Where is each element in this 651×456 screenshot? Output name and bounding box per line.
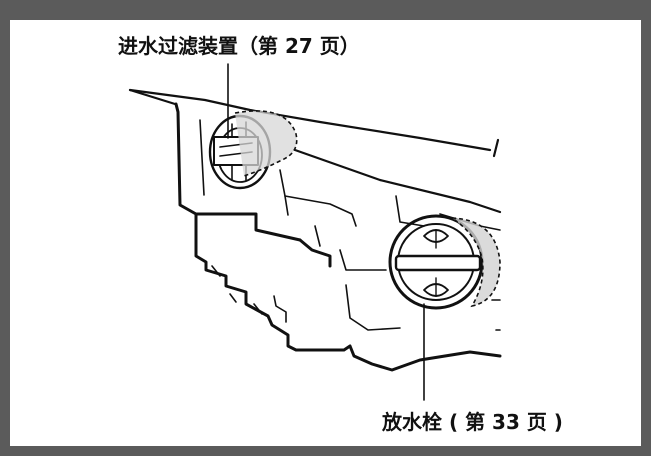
inlet-highlight: [234, 110, 298, 177]
drain-highlight: [449, 217, 501, 308]
inlet-filter-label: 进水过滤装置（第 27 页）: [118, 34, 360, 58]
drain-plug-label: 放水栓 ( 第 33 页 ): [382, 410, 563, 434]
drain-plug: [388, 214, 484, 310]
